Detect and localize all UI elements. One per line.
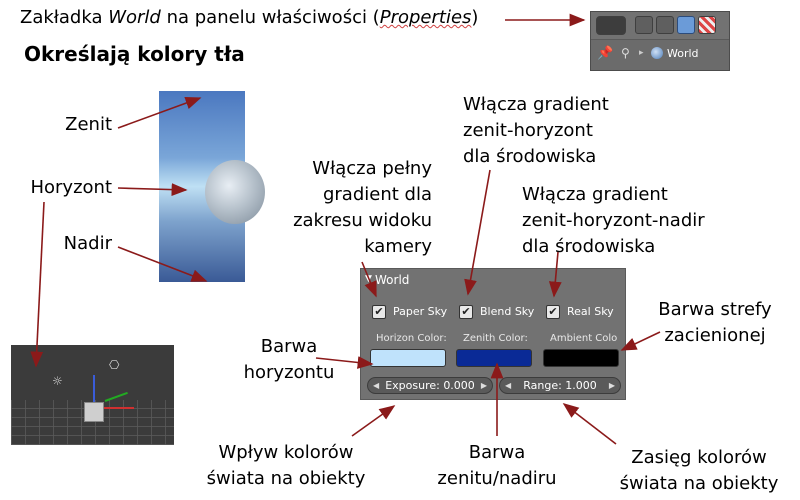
zenith-color-label: Zenith Color: <box>463 333 528 344</box>
desc-line: kamery <box>364 236 432 257</box>
arrow-range <box>562 403 617 445</box>
title-text-mid: na panelu właściwości ( <box>160 7 380 28</box>
arrow-exposure <box>351 405 396 437</box>
desc-line: zakresu widoku <box>293 210 432 231</box>
label-exposure-desc: Wpływ kolorów świata na obiekty <box>200 440 372 492</box>
decrement-arrow-icon[interactable]: ◀ <box>373 381 380 390</box>
desc-line: dla środowiska <box>463 146 597 167</box>
breadcrumb-separator-icon: ▸ <box>639 48 644 58</box>
world-tab-icon[interactable] <box>677 16 695 34</box>
paper-sky-label: Paper Sky <box>393 305 448 318</box>
desc-line: zenit-horyzont-nadir <box>522 210 705 231</box>
arrow-blend-sky <box>464 169 491 296</box>
increment-arrow-icon[interactable]: ▶ <box>608 381 615 390</box>
label-horyzont: Horyzont <box>30 177 112 198</box>
properties-header: 📌 ⚲ ▸ World <box>590 11 730 71</box>
arrow-paper-sky <box>361 261 377 298</box>
real-sky-label: Real Sky <box>567 305 614 318</box>
render-tab-icon[interactable] <box>635 16 653 34</box>
label-nadir: Nadir <box>63 233 112 254</box>
texture-tab-icon[interactable] <box>698 16 716 34</box>
desc-line: zenitu/nadiru <box>437 468 557 489</box>
blend-sky-label: Blend Sky <box>480 305 535 318</box>
exposure-field[interactable]: ◀ Exposure: 0.000 ▶ <box>367 377 493 394</box>
section-heading: Określają kolory tła <box>24 42 245 66</box>
arrow-viewport <box>30 201 45 368</box>
paper-sky-checkbox[interactable]: ✔ <box>372 305 386 319</box>
title-world: World <box>108 7 161 28</box>
pin-icon[interactable]: 📌 <box>597 46 614 61</box>
desc-line: świata na obiekty <box>206 468 366 489</box>
desc-line: Włącza gradient <box>463 94 609 115</box>
desc-line: Wpływ kolorów <box>218 442 354 463</box>
title-text-end: ) <box>471 7 479 28</box>
horizon-color-label: Horizon Color: <box>376 333 447 344</box>
arrow-horyzont <box>117 183 188 196</box>
sphere-object <box>205 160 265 224</box>
properties-breadcrumb: 📌 ⚲ ▸ World <box>591 40 729 70</box>
desc-line: świata na obiekty <box>619 473 779 494</box>
lamp-icon[interactable]: ☼ <box>52 374 63 388</box>
desc-line: Barwa <box>468 442 526 463</box>
desc-line: zacienionej <box>664 325 766 346</box>
increment-arrow-icon[interactable]: ▶ <box>480 381 487 390</box>
exposure-value: Exposure: 0.000 <box>385 379 475 392</box>
desc-line: gradient dla <box>322 184 432 205</box>
world-icon <box>651 47 663 59</box>
arrow-horizon <box>315 356 374 369</box>
label-ambient-desc: Barwa strefy zacienionej <box>640 297 790 349</box>
title-properties: Properties <box>379 7 472 28</box>
label-horizon-desc: Barwa horyzontu <box>236 334 342 386</box>
desc-line: Barwa strefy <box>658 299 772 320</box>
camera-icon[interactable]: ⎔ <box>109 358 120 372</box>
desc-line: dla środowiska <box>522 236 656 257</box>
arrow-zenit <box>117 96 202 129</box>
label-range-desc: Zasięg kolorów świata na obiekty <box>614 445 784 497</box>
page-title: Zakładka World na panelu właściwości (Pr… <box>20 7 478 28</box>
scene-tab-icon[interactable] <box>656 16 674 34</box>
decrement-arrow-icon[interactable]: ◀ <box>505 381 512 390</box>
desc-line: zenit-horyzont <box>463 120 593 141</box>
real-sky-checkbox[interactable]: ✔ <box>546 305 560 319</box>
range-field[interactable]: ◀ Range: 1.000 ▶ <box>499 377 621 394</box>
blend-sky-checkbox[interactable]: ✔ <box>459 305 473 319</box>
x-axis <box>104 407 134 409</box>
ambient-color-label: Ambient Colo <box>550 333 618 344</box>
label-blend-sky-desc: Włącza gradient zenit-horyzont dla środo… <box>463 92 643 170</box>
panel-title: World <box>375 273 410 287</box>
desc-line: Włącza gradient <box>522 184 668 205</box>
desc-line: Zasięg kolorów <box>631 447 767 468</box>
properties-tabs <box>591 12 729 40</box>
label-paper-sky-desc: Włącza pełny gradient dla zakresu widoku… <box>280 156 432 260</box>
arrow-nadir <box>117 246 208 282</box>
range-value: Range: 1.000 <box>523 379 597 392</box>
scene-icon: ⚲ <box>621 46 630 60</box>
breadcrumb-world: World <box>667 47 699 60</box>
desc-line: Włącza pełny <box>312 158 432 179</box>
z-axis <box>93 375 95 403</box>
label-zenith-desc: Barwa zenitu/nadiru <box>428 440 566 492</box>
desc-line: Barwa <box>260 336 318 357</box>
label-real-sky-desc: Włącza gradient zenit-horyzont-nadir dla… <box>522 182 742 260</box>
editor-type-button[interactable] <box>596 16 626 35</box>
arrow-ambient <box>620 331 661 351</box>
desc-line: horyzontu <box>243 362 335 383</box>
ambient-color-swatch[interactable] <box>543 349 619 367</box>
cube-object[interactable] <box>84 402 104 422</box>
title-text: Zakładka <box>20 7 109 28</box>
arrow-real-sky <box>548 251 562 298</box>
label-zenit: Zenit <box>65 114 112 135</box>
